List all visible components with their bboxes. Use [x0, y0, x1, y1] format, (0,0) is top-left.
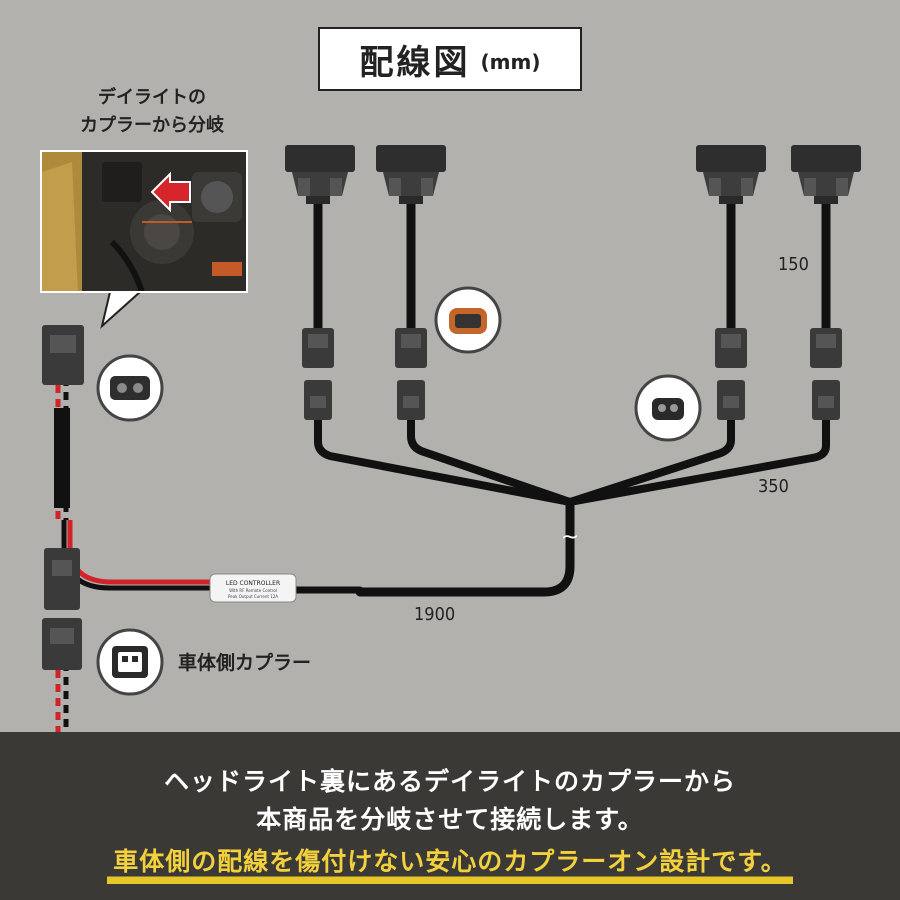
lamp-unit-4: [791, 145, 861, 204]
lamp-units: [285, 145, 861, 204]
page-title: 配線図: [359, 42, 471, 83]
lamp-unit-3: [696, 145, 766, 204]
connector-face-icon-3: [634, 374, 702, 442]
inline-coupler: [44, 548, 80, 610]
connector-pair-3: [715, 328, 747, 420]
connector-face-icon-1: [96, 354, 164, 422]
daylight-coupler-top: [42, 325, 84, 385]
branch-cables: [282, 193, 831, 597]
controller-label-1: LED CONTROLLER: [226, 580, 280, 587]
title-box: 配線図 (mm): [318, 27, 582, 91]
connector-pair-1: [302, 328, 334, 420]
photo-caption: デイライトの カプラーから分岐: [42, 84, 262, 140]
photo-caption-line1: デイライトの: [98, 87, 206, 108]
arrow-icon: [150, 171, 191, 213]
title-unit: (mm): [480, 50, 541, 74]
branch-cable-4: [566, 416, 830, 506]
led-controller: LED CONTROLLER With RF Remote Control Pe…: [209, 573, 297, 603]
branch-connectors: [302, 328, 842, 420]
dimension-1900: 1900: [414, 604, 456, 625]
bottom-text-line2: 本商品を分岐させて接続します。: [256, 805, 644, 834]
main-cable: [355, 497, 575, 597]
branch-cable-1: [314, 416, 574, 506]
controller-label-2: With RF Remote Control: [229, 588, 277, 593]
branch-cable-3: [566, 416, 735, 506]
photo-caption-line2: カプラーから分岐: [80, 115, 224, 136]
bottom-text-line1: ヘッドライト裏にあるデイライトのカプラーから: [163, 767, 736, 796]
engine-bay-illustration: [42, 152, 246, 291]
lamp-unit-1: [285, 145, 355, 204]
connector-pair-2: [395, 328, 427, 420]
callout-tail: [100, 291, 143, 329]
bottom-text-line3: 車体側の配線を傷付けない安心のカプラーオン設計です。: [107, 842, 793, 884]
vehicle-coupler-label: 車体側カプラー: [178, 652, 312, 674]
connector-pair-4: [810, 328, 842, 420]
controller-label-3: Peak Output Current 12A: [228, 594, 278, 599]
branch-cable-2: [407, 416, 574, 506]
engine-bay-photo: [40, 150, 248, 293]
dimension-150: 150: [778, 254, 809, 275]
dimension-350: 350: [758, 476, 789, 497]
connector-face-icons: [96, 286, 702, 696]
wave-symbol: ~: [561, 525, 579, 550]
left-harness: [42, 325, 210, 732]
bottom-text-line3-wrap: 車体側の配線を傷付けない安心のカプラーオン設計です。: [0, 842, 900, 884]
connector-face-icon-2: [434, 286, 502, 354]
connector-face-icon-4: [96, 628, 164, 696]
lamp-unit-2: [376, 145, 446, 204]
